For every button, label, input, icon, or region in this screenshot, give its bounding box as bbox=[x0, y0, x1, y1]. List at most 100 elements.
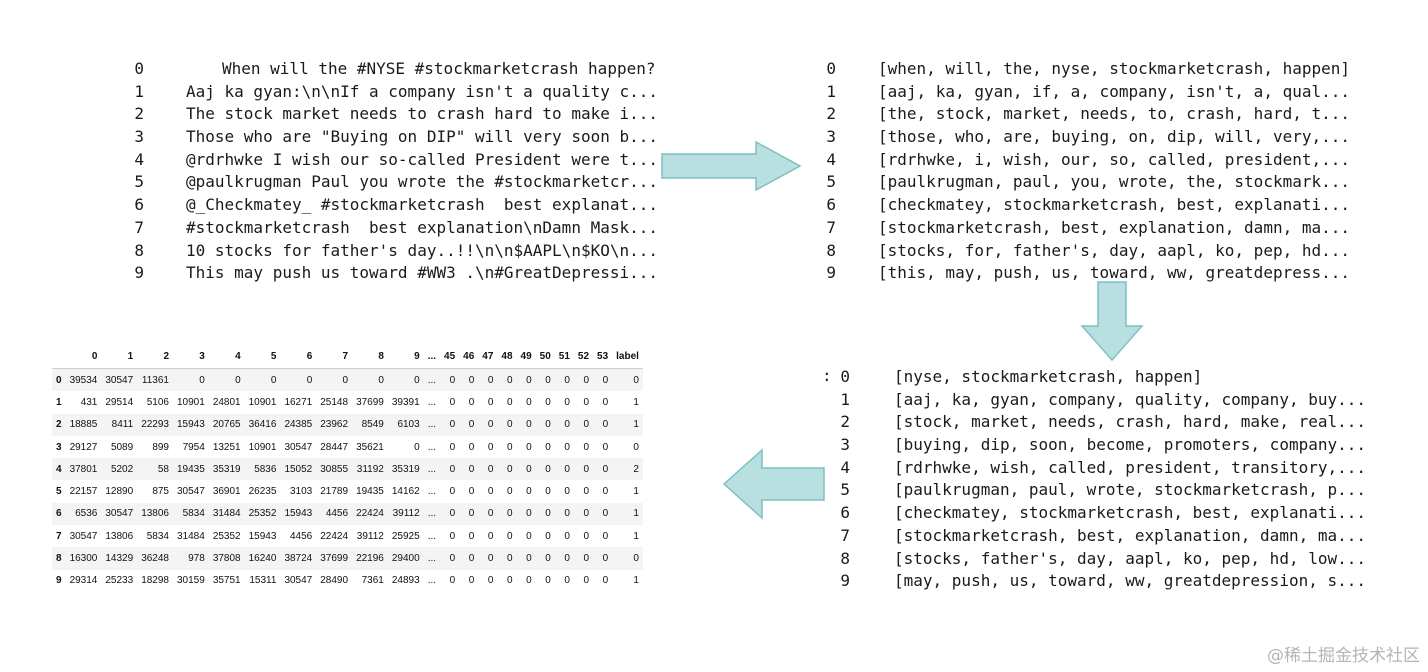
table-cell: 31484 bbox=[208, 502, 245, 526]
series-row: 3[buying, dip, soon, become, promoters, … bbox=[836, 434, 1376, 457]
table-cell: 5834 bbox=[146, 530, 169, 542]
series-index: 4 bbox=[840, 457, 850, 477]
table-cell: 25233 bbox=[105, 575, 134, 587]
table-cell: 0 bbox=[535, 547, 555, 570]
series-index: 7 bbox=[134, 217, 144, 237]
table-cell: 0 bbox=[478, 413, 498, 436]
row-index: 3 bbox=[56, 441, 62, 453]
column-header: 53 bbox=[593, 344, 613, 369]
series-index: 0 bbox=[134, 59, 144, 78]
series-index: 5 bbox=[840, 480, 850, 500]
table-cell: 38724 bbox=[280, 547, 317, 570]
table-cell: 6536 bbox=[65, 502, 102, 526]
series-index: 3 bbox=[840, 435, 850, 455]
series-row: 1[aaj, ka, gyan, company, quality, compa… bbox=[836, 389, 1376, 412]
table-cell: 0 bbox=[487, 441, 494, 453]
series-value: [aaj, ka, gyan, if, a, company, isn't, a… bbox=[878, 81, 1351, 101]
table-cell: 14162 bbox=[391, 486, 420, 498]
table-cell: 0 bbox=[545, 530, 551, 542]
series-row: 8[stocks, father's, day, aapl, ko, pep, … bbox=[836, 548, 1376, 571]
series-value: [rdrhwke, wish, called, president, trans… bbox=[894, 457, 1367, 477]
table-cell: 0 bbox=[449, 441, 456, 453]
table-cell: 5089 bbox=[110, 441, 134, 453]
table-cell: 0 bbox=[468, 441, 475, 453]
column-header: ... bbox=[423, 344, 441, 369]
table-cell: 25148 bbox=[320, 396, 349, 408]
series-index: 6 bbox=[826, 195, 836, 215]
table-cell: 35319 bbox=[208, 458, 245, 481]
table-cell: 22424 bbox=[320, 530, 349, 542]
table-cell: 1 bbox=[633, 530, 639, 542]
table-cell: 0 bbox=[602, 530, 609, 542]
table-cell: 0 bbox=[497, 368, 517, 392]
table-cell: 36901 bbox=[212, 486, 241, 498]
series-row: 6@_Checkmatey_ #stockmarketcrash best ex… bbox=[130, 194, 670, 217]
table-cell: 0 bbox=[487, 396, 494, 408]
table-cell: 0 bbox=[593, 547, 613, 570]
column-header: 6 bbox=[280, 344, 317, 369]
table-cell: 0 bbox=[593, 368, 613, 392]
table-cell: 0 bbox=[545, 486, 551, 498]
table-cell: 0 bbox=[440, 502, 460, 526]
series-index: 3 bbox=[826, 127, 836, 147]
series-value: @_Checkmatey_ #stockmarketcrash best exp… bbox=[186, 195, 659, 215]
table-cell: 13806 bbox=[105, 530, 134, 542]
column-header: 5 bbox=[244, 344, 281, 369]
table-cell: 39391 bbox=[391, 396, 420, 408]
table-cell: 15052 bbox=[280, 458, 317, 481]
series-value: The stock market needs to crash hard to … bbox=[186, 104, 659, 124]
table-cell: 1 bbox=[612, 502, 643, 526]
table-cell: 6103 bbox=[387, 413, 424, 436]
series-value: Aaj ka gyan:\n\nIf a company isn't a qua… bbox=[186, 81, 659, 101]
table-cell: 25352 bbox=[212, 530, 241, 542]
column-header: 50 bbox=[535, 344, 555, 369]
column-header: 48 bbox=[497, 344, 517, 369]
table-cell: 0 bbox=[526, 396, 532, 408]
series-value: [aaj, ka, gyan, company, quality, compan… bbox=[894, 389, 1367, 409]
table-cell: 8549 bbox=[352, 413, 388, 436]
series-row: 4[rdrhwke, i, wish, our, so, called, pre… bbox=[822, 149, 1362, 172]
table-cell: 0 bbox=[545, 396, 551, 408]
column-header: 7 bbox=[316, 344, 353, 369]
row-index: 8 bbox=[52, 547, 66, 570]
table-cell: 0 bbox=[497, 547, 517, 570]
table-cell: 19435 bbox=[173, 458, 209, 481]
series-index: 5 bbox=[826, 172, 836, 192]
table-cell: 0 bbox=[612, 547, 643, 570]
table-cell: 4456 bbox=[316, 502, 353, 526]
series-row: 3[those, who, are, buying, on, dip, will… bbox=[822, 126, 1362, 149]
series-value: [nyse, stockmarketcrash, happen] bbox=[894, 367, 1203, 386]
series-value: Those who are "Buying on DIP" will very … bbox=[186, 127, 659, 147]
table-cell: 5834 bbox=[173, 502, 209, 526]
table-cell: 0 bbox=[516, 502, 536, 526]
table-cell: 431 bbox=[80, 396, 98, 408]
table-cell: 0 bbox=[583, 486, 590, 498]
column-header: 8 bbox=[352, 344, 388, 369]
table-cell: 31192 bbox=[352, 458, 388, 481]
table-cell: 0 bbox=[468, 575, 475, 587]
table-cell: ... bbox=[427, 396, 437, 408]
table-cell: 0 bbox=[208, 368, 245, 392]
column-header: 46 bbox=[459, 344, 479, 369]
table-cell: 22424 bbox=[352, 502, 388, 526]
table-cell: 58 bbox=[137, 458, 173, 481]
table-cell: 0 bbox=[633, 441, 639, 453]
series-row: 2[the, stock, market, needs, to, crash, … bbox=[822, 103, 1362, 126]
table-cell: 37699 bbox=[316, 547, 353, 570]
table-cell: 0 bbox=[487, 486, 494, 498]
table-cell: 19435 bbox=[356, 486, 384, 498]
series-index: 8 bbox=[840, 548, 850, 568]
column-header: 52 bbox=[573, 344, 594, 369]
series-index: 9 bbox=[826, 263, 836, 283]
table-cell: ... bbox=[423, 413, 441, 436]
table-cell: 0 bbox=[478, 368, 498, 392]
table-cell: 0 bbox=[449, 575, 456, 587]
table-cell: 0 bbox=[459, 458, 479, 481]
table-cell: ... bbox=[423, 368, 441, 392]
column-header: 4 bbox=[208, 344, 245, 369]
table-cell: 21789 bbox=[320, 486, 349, 498]
